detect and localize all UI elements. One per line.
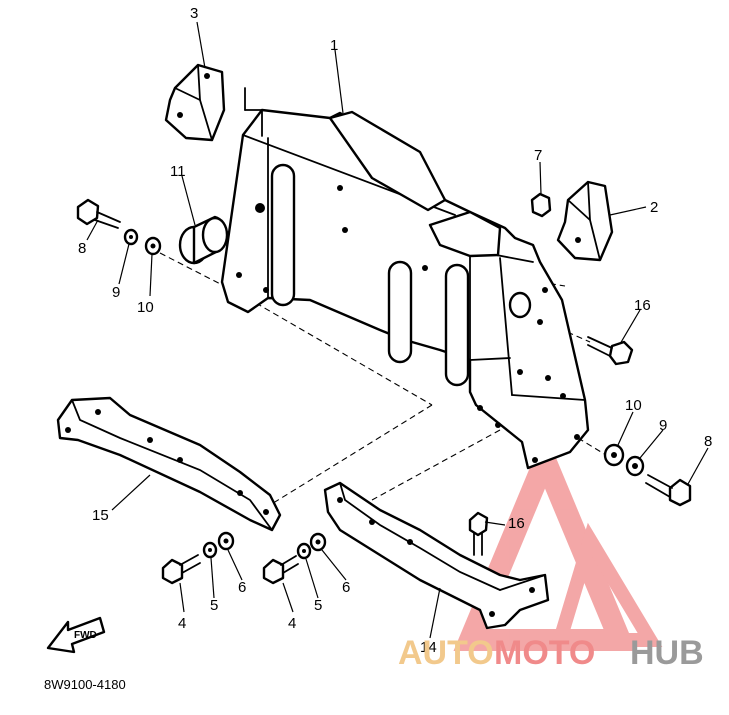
callout-2: 2 xyxy=(650,199,658,216)
rail-14 xyxy=(323,481,550,630)
damper-11 xyxy=(178,215,229,265)
bolt-16-right xyxy=(587,336,634,366)
bracket-3 xyxy=(164,63,226,142)
callout-7: 7 xyxy=(534,147,542,164)
bolt-4-right xyxy=(262,555,299,585)
rail-15 xyxy=(56,396,282,532)
nut-7 xyxy=(530,192,552,218)
callout-5-left: 5 xyxy=(210,597,218,614)
callout-10-right: 10 xyxy=(625,397,642,414)
watermark-logo xyxy=(453,431,663,651)
callout-16-right: 16 xyxy=(634,297,651,314)
callout-11: 11 xyxy=(170,163,186,180)
watermark-part-moto: MOTO xyxy=(494,634,595,672)
callout-15: 15 xyxy=(92,507,109,524)
callout-9-right: 9 xyxy=(659,417,667,434)
callout-9-left: 9 xyxy=(112,284,120,301)
bolt-8-left xyxy=(76,198,121,229)
washer-5-right xyxy=(296,542,312,560)
callout-3: 3 xyxy=(190,5,198,22)
callout-6-right: 6 xyxy=(342,579,350,596)
fwd-arrow-icon: FWD xyxy=(46,616,106,654)
watermark-text: AUTO MOTO HUB xyxy=(398,634,704,672)
washer-10-right xyxy=(603,443,625,467)
washer-6-right xyxy=(309,532,327,552)
washer-5-left xyxy=(202,541,218,559)
callout-5-right: 5 xyxy=(314,597,322,614)
callouts: 3 1 2 7 11 8 9 10 16 10 9 8 15 16 14 4 5… xyxy=(78,5,712,656)
callout-8-right: 8 xyxy=(704,433,712,450)
callout-1: 1 xyxy=(330,37,338,54)
callout-8-left: 8 xyxy=(78,240,86,257)
washer-9-right xyxy=(625,455,645,477)
callout-16-lower: 16 xyxy=(508,515,525,532)
watermark-part-hub: HUB xyxy=(630,634,704,672)
bracket-2 xyxy=(556,180,614,262)
leader-lines xyxy=(86,21,709,639)
watermark-part-auto: AUTO xyxy=(398,634,494,672)
washer-6-left xyxy=(217,531,235,551)
washer-10-left xyxy=(144,236,162,256)
diagram-code: 8W9100-4180 xyxy=(44,677,126,692)
bolt-16-lower xyxy=(468,511,489,556)
washer-9-left xyxy=(123,228,139,246)
callout-4-left: 4 xyxy=(178,615,186,632)
callout-4-right: 4 xyxy=(288,615,296,632)
bolt-4-left xyxy=(161,554,201,585)
callout-6-left: 6 xyxy=(238,579,246,596)
fwd-label: FWD xyxy=(74,630,97,641)
callout-14: 14 xyxy=(420,639,437,656)
callout-10-left: 10 xyxy=(137,299,154,316)
main-bracket xyxy=(220,87,590,470)
bolt-8-right xyxy=(645,474,692,507)
